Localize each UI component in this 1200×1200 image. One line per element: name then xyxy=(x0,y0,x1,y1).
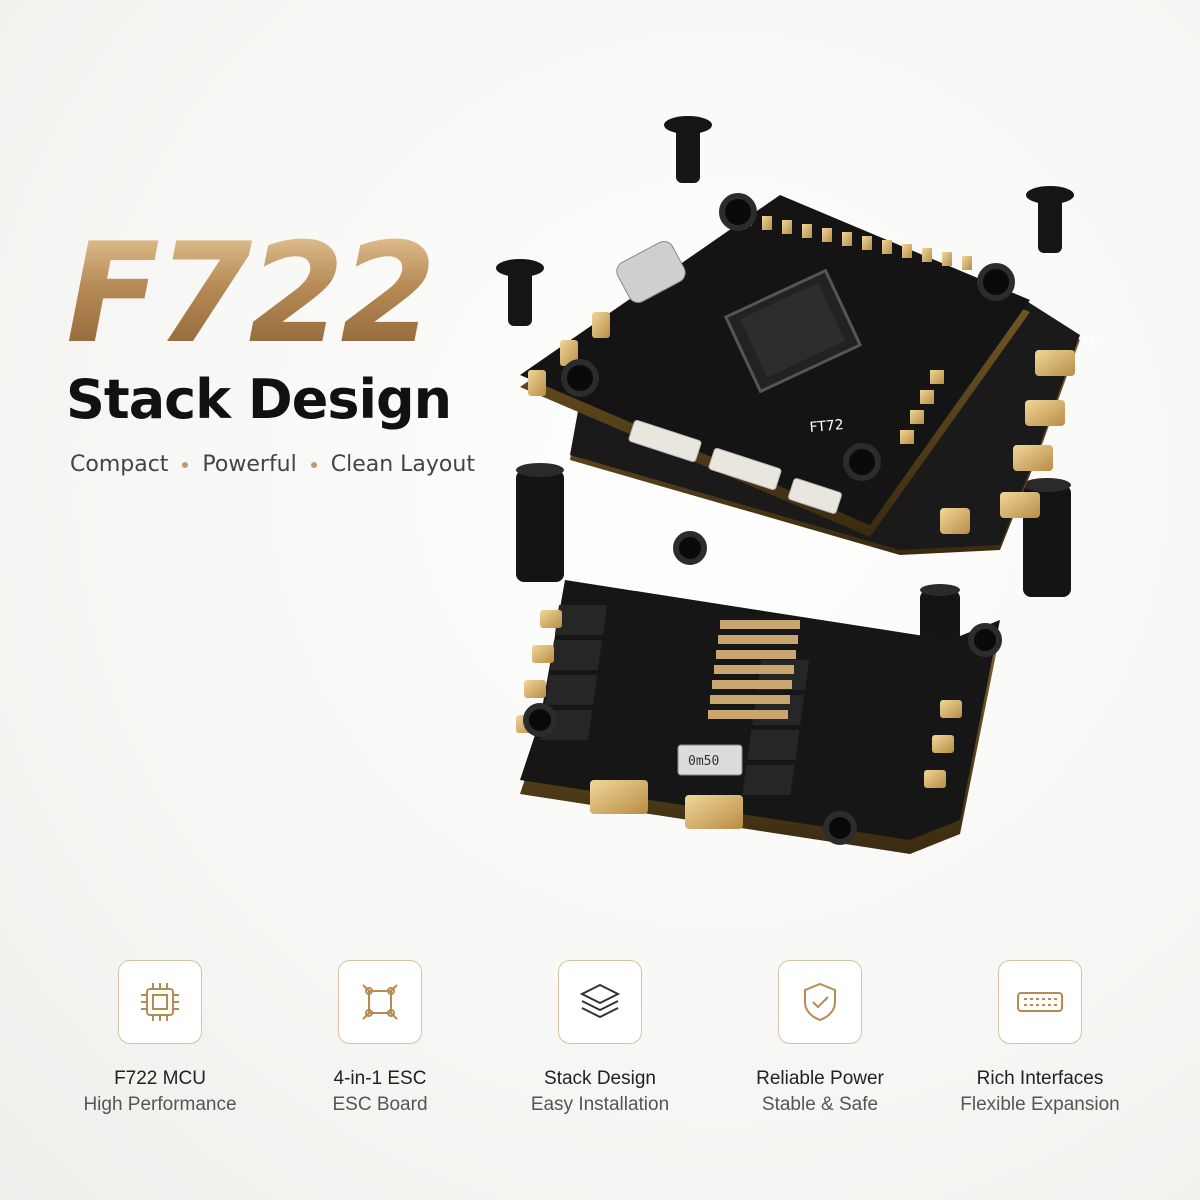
chip-icon xyxy=(118,960,202,1044)
layers-icon xyxy=(558,960,642,1044)
tagline-item-compact: Compact xyxy=(70,452,169,477)
separator-dot xyxy=(310,461,317,468)
feature-title: F722 MCU xyxy=(114,1068,206,1089)
feature-subtitle: Stable & Safe xyxy=(761,1094,879,1115)
connector-icon xyxy=(998,960,1082,1044)
separator-dot xyxy=(182,461,189,468)
tagline: Compact Powerful Clean Layout xyxy=(70,452,475,477)
feature-interfaces: Rich Interfaces Flexible Expansion xyxy=(940,960,1140,1116)
feature-title: 4-in-1 ESC xyxy=(333,1068,427,1089)
product-title: F722 xyxy=(66,213,436,374)
features-row: F722 MCU High Performance 4-in-1 ESC ESC… xyxy=(60,960,1140,1116)
product-subtitle: Stack Design xyxy=(66,368,452,431)
flight-controller-board: FT72 xyxy=(520,193,1030,537)
feature-esc: 4-in-1 ESC ESC Board xyxy=(280,960,480,1116)
motor-label: M2 xyxy=(1083,335,1103,350)
feature-stack: Stack Design Easy Installation xyxy=(500,960,700,1116)
shield-check-icon xyxy=(778,960,862,1044)
feature-power: Reliable Power Stable & Safe xyxy=(720,960,920,1116)
stack-product-image: M2 xyxy=(496,116,1103,854)
esc-resistor-label: 0m50 xyxy=(688,754,719,769)
feature-mcu: F722 MCU High Performance xyxy=(60,960,260,1116)
esc-board: 0m50 xyxy=(516,531,1002,854)
fc-board-label: FT72 xyxy=(809,417,844,436)
feature-subtitle: High Performance xyxy=(83,1094,237,1115)
feature-subtitle: Flexible Expansion xyxy=(960,1094,1120,1115)
tagline-item-clean-layout: Clean Layout xyxy=(330,452,475,477)
feature-title: Rich Interfaces xyxy=(976,1068,1104,1089)
feature-title: Stack Design xyxy=(544,1068,656,1089)
feature-title: Reliable Power xyxy=(756,1068,884,1089)
feature-subtitle: ESC Board xyxy=(332,1094,428,1115)
screw xyxy=(496,116,1074,326)
feature-subtitle: Easy Installation xyxy=(530,1094,670,1115)
tagline-item-powerful: Powerful xyxy=(202,452,297,477)
esc-icon xyxy=(338,960,422,1044)
